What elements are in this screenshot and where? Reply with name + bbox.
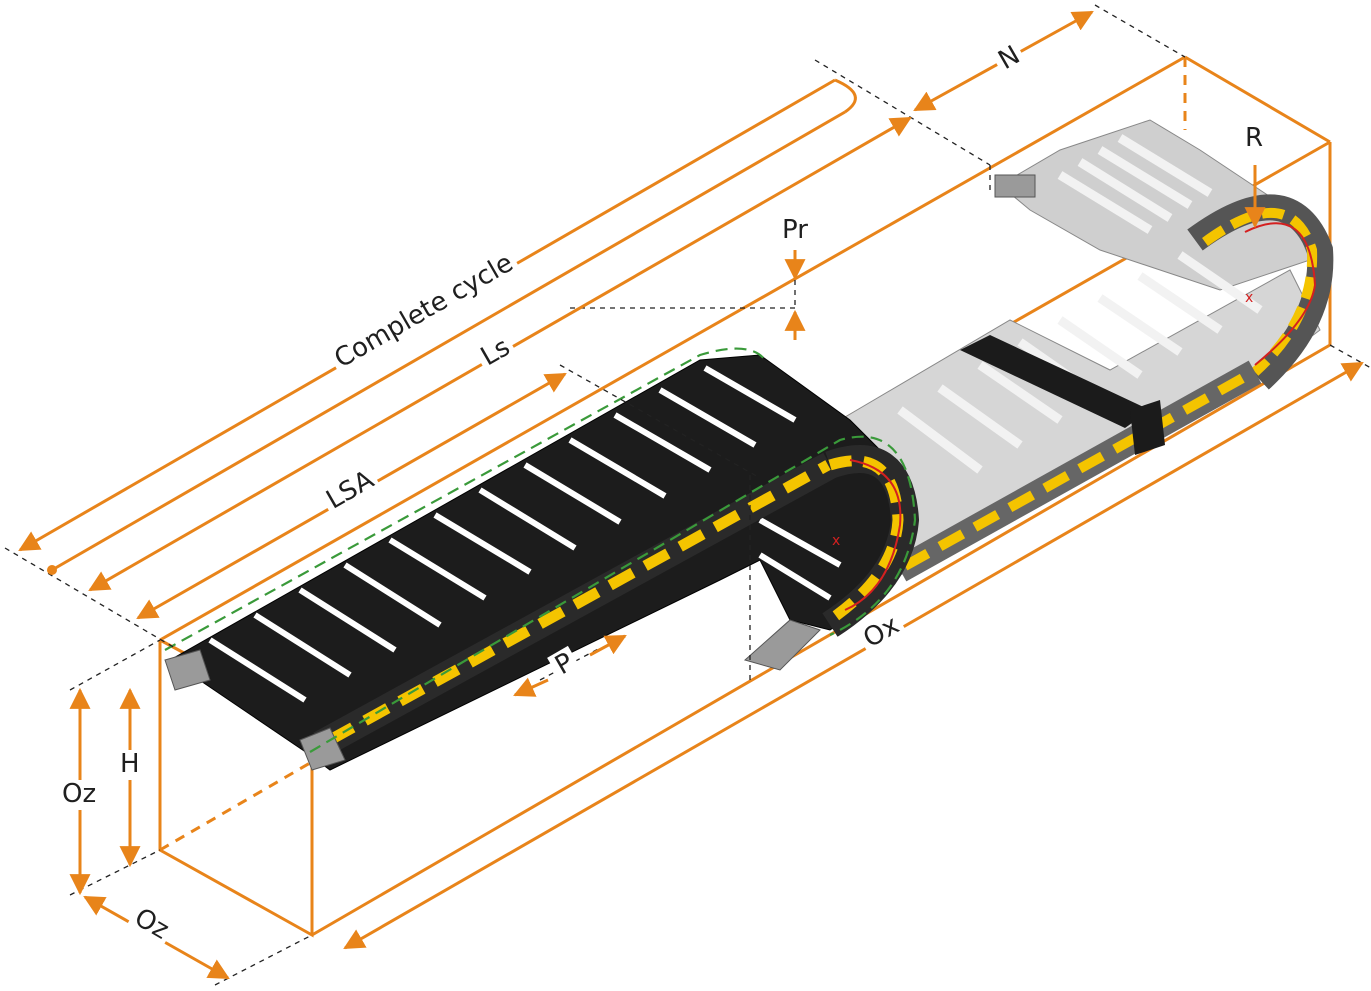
label-h: H — [116, 749, 144, 780]
dimension-ox — [343, 361, 1364, 950]
energy-chain-dark-section: x — [164, 347, 920, 771]
label-r: R — [1241, 123, 1268, 154]
label-oz-vertical: Oz — [58, 779, 101, 810]
svg-text:x: x — [1245, 290, 1253, 306]
label-pr: Pr — [778, 215, 812, 246]
svg-text:x: x — [832, 533, 840, 549]
